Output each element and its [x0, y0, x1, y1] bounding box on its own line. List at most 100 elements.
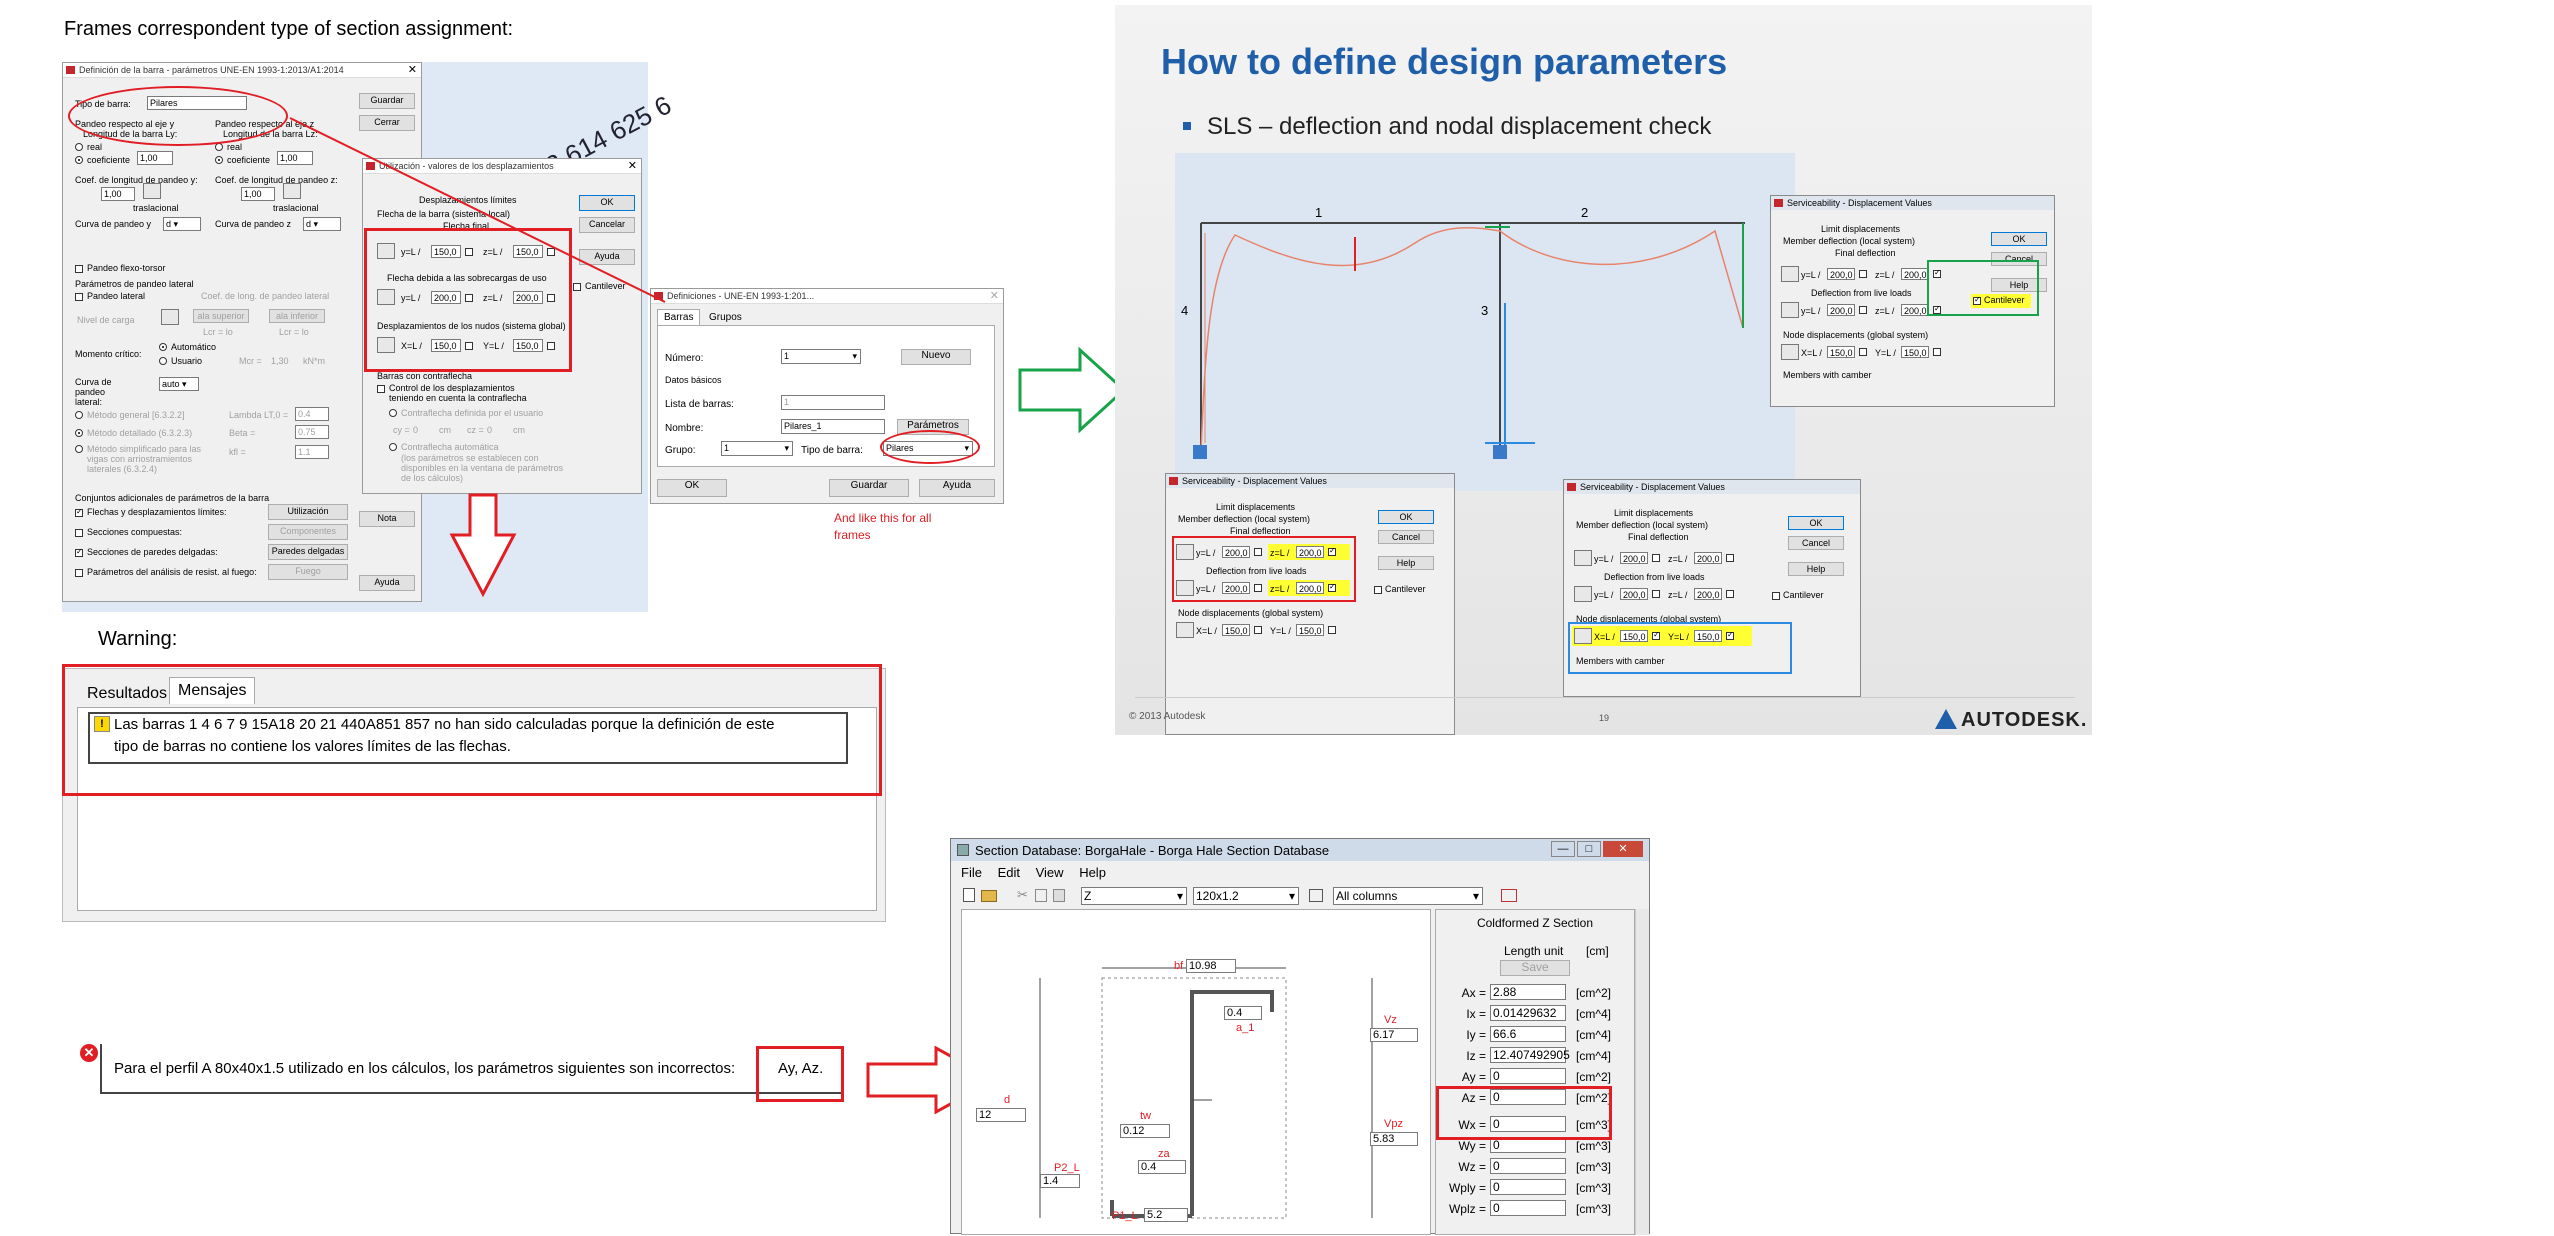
- componentes-button[interactable]: Componentes: [268, 524, 348, 540]
- y-final-chk[interactable]: [1859, 270, 1867, 278]
- cantilever-chk[interactable]: [1374, 586, 1382, 594]
- property-input[interactable]: 0.01429632: [1490, 1005, 1566, 1021]
- pandeo-lat-checkbox[interactable]: [75, 293, 83, 301]
- fuego-button[interactable]: Fuego: [268, 564, 348, 580]
- cancel-button[interactable]: Cancel: [1788, 536, 1844, 550]
- y-live-checkbox[interactable]: [465, 294, 473, 302]
- property-input[interactable]: 0: [1490, 1179, 1566, 1195]
- new-icon[interactable]: [963, 888, 975, 902]
- z-final-chk[interactable]: [1726, 554, 1734, 562]
- metodo-simpl-radio[interactable]: [75, 445, 83, 453]
- cantilever-chk[interactable]: [1973, 295, 1981, 305]
- cut-icon[interactable]: ✂: [1017, 887, 1028, 902]
- y-final-input[interactable]: 150,0: [431, 245, 461, 258]
- x-node[interactable]: 150,0: [1620, 630, 1648, 642]
- ky-input[interactable]: 1,00: [101, 187, 135, 201]
- d-input[interactable]: 12: [976, 1108, 1026, 1122]
- y-node[interactable]: 150,0: [1694, 630, 1722, 642]
- vpz-input[interactable]: 5.83: [1370, 1132, 1418, 1146]
- kfl-input[interactable]: 1.1: [295, 445, 329, 459]
- curva-z-select[interactable]: d ▾: [303, 217, 341, 231]
- maximize-icon[interactable]: □: [1577, 841, 1601, 857]
- z-final-chk[interactable]: [1328, 546, 1336, 556]
- y-node[interactable]: 150,0: [1296, 624, 1324, 636]
- open-icon[interactable]: [981, 890, 997, 902]
- z-final[interactable]: 200,0: [1296, 546, 1324, 558]
- columns-icon[interactable]: [1309, 889, 1323, 902]
- ok-button[interactable]: OK: [657, 479, 727, 497]
- tab-resultados[interactable]: Resultados: [87, 685, 168, 702]
- kz-input[interactable]: 1,00: [241, 187, 275, 201]
- ala-sup-button[interactable]: ala superior: [193, 309, 249, 323]
- property-input[interactable]: 0: [1490, 1200, 1566, 1216]
- y-final[interactable]: 200,0: [1620, 552, 1648, 564]
- a1-input[interactable]: 0.4: [1224, 1006, 1262, 1020]
- nombre-input[interactable]: Pilares_1: [781, 419, 885, 434]
- contra-usuario-radio[interactable]: [389, 409, 397, 417]
- metodo-det-radio[interactable]: [75, 429, 83, 437]
- z-live[interactable]: 200,0: [1901, 304, 1929, 316]
- ala-inf-button[interactable]: ala inferior: [269, 309, 325, 323]
- y-final[interactable]: 200,0: [1222, 546, 1250, 558]
- menu-file[interactable]: File: [961, 865, 982, 880]
- guardar-button[interactable]: Guardar: [359, 93, 415, 109]
- cancelar-button[interactable]: Cancelar: [579, 217, 635, 233]
- y-node-checkbox[interactable]: [547, 342, 555, 350]
- x-node-input[interactable]: 150,0: [431, 339, 461, 352]
- za-input[interactable]: 0.4: [1138, 1160, 1186, 1174]
- menu-view[interactable]: View: [1035, 865, 1064, 880]
- p2l-input[interactable]: 1.4: [1040, 1174, 1080, 1188]
- x-node[interactable]: 150,0: [1222, 624, 1250, 636]
- shape-select[interactable]: Z▾: [1081, 887, 1187, 905]
- z-final-checkbox[interactable]: [547, 248, 555, 256]
- traslacional-y-icon[interactable]: [143, 183, 161, 199]
- curva-y-select[interactable]: d ▾: [163, 217, 201, 231]
- close-icon[interactable]: ✕: [407, 64, 417, 76]
- coef-y-radio[interactable]: [75, 156, 83, 164]
- z-live[interactable]: 200,0: [1296, 582, 1324, 594]
- z-live-chk[interactable]: [1933, 304, 1941, 314]
- menu-edit[interactable]: Edit: [997, 865, 1020, 880]
- metodo-general-radio[interactable]: [75, 411, 83, 419]
- columns-select[interactable]: All columns▾: [1333, 887, 1483, 905]
- lambda-input[interactable]: 0.4: [295, 407, 329, 421]
- ly-input[interactable]: 1,00: [137, 151, 173, 165]
- x-node-chk[interactable]: [1254, 626, 1262, 634]
- y-node-chk[interactable]: [1328, 626, 1336, 634]
- coef-z-radio[interactable]: [215, 156, 223, 164]
- property-input[interactable]: 0: [1490, 1158, 1566, 1174]
- ayuda-button[interactable]: Ayuda: [359, 575, 415, 591]
- x-node-checkbox[interactable]: [465, 342, 473, 350]
- nota-button[interactable]: Nota: [359, 511, 415, 527]
- close-icon[interactable]: ✕: [627, 160, 637, 172]
- close-icon[interactable]: ✕: [1603, 841, 1643, 857]
- cancel-button[interactable]: Cancel: [1991, 252, 2047, 266]
- z-final[interactable]: 200,0: [1901, 268, 1929, 280]
- y-final-chk[interactable]: [1652, 554, 1660, 562]
- ok-button[interactable]: OK: [1788, 516, 1844, 530]
- grupo-select[interactable]: 1▾: [721, 441, 793, 456]
- y-final-checkbox[interactable]: [465, 248, 473, 256]
- table-icon[interactable]: [1501, 889, 1517, 902]
- z-final-chk[interactable]: [1933, 268, 1941, 278]
- secciones-comp-checkbox[interactable]: [75, 529, 83, 537]
- paste-icon[interactable]: [1053, 889, 1065, 902]
- close-icon[interactable]: ✕: [989, 290, 999, 302]
- x-node[interactable]: 150,0: [1827, 346, 1855, 358]
- property-input[interactable]: 2.88: [1490, 984, 1566, 1000]
- bf-input[interactable]: 10.98: [1186, 959, 1236, 973]
- paredes-button[interactable]: Paredes delgadas: [268, 544, 348, 560]
- cantilever-chk[interactable]: [1772, 592, 1780, 600]
- help-button[interactable]: Help: [1378, 556, 1434, 570]
- save-button[interactable]: Save: [1500, 960, 1570, 976]
- y-live[interactable]: 200,0: [1222, 582, 1250, 594]
- nuevo-button[interactable]: Nuevo: [901, 349, 971, 365]
- ok-button[interactable]: OK: [1378, 510, 1434, 524]
- properties-scrollbar[interactable]: [1635, 909, 1649, 1235]
- tab-grupos[interactable]: Grupos: [709, 312, 742, 323]
- y-final[interactable]: 200,0: [1827, 268, 1855, 280]
- traslacional-z-icon[interactable]: [283, 183, 301, 199]
- p1l-input[interactable]: 5.2: [1144, 1208, 1188, 1222]
- tab-barras[interactable]: Barras: [657, 309, 701, 325]
- help-button[interactable]: Help: [1991, 278, 2047, 292]
